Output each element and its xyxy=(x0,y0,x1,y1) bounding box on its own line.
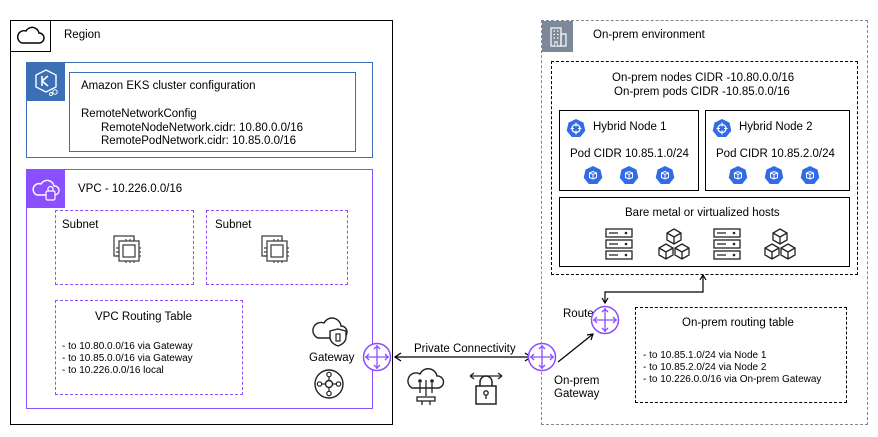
region-boundary xyxy=(10,20,393,425)
remote-network-config-title: RemoteNetworkConfig xyxy=(81,108,197,120)
subnet-2-label: Subnet xyxy=(215,219,252,231)
vpn-gateway-icon xyxy=(312,317,348,347)
onprem-routing-table xyxy=(635,307,847,403)
pod-icon xyxy=(583,166,603,184)
transit-gateway-icon xyxy=(314,369,344,399)
router-icon xyxy=(527,342,557,372)
eks-config-inner xyxy=(69,72,356,152)
hybrid-node-2 xyxy=(705,110,850,191)
onprem-route-2: - to 10.85.2.0/24 via Node 2 xyxy=(643,362,767,373)
onprem-cidr-group xyxy=(551,61,858,275)
hosts-group xyxy=(559,197,850,267)
resources-icon xyxy=(764,228,796,260)
ec2-instance-icon xyxy=(261,235,289,263)
ec2-instance-icon xyxy=(113,235,141,263)
onprem-routing-title: On-prem routing table xyxy=(682,317,794,329)
vpc-route-1: - to 10.80.0.0/16 via Gateway xyxy=(62,341,193,352)
onprem-gateway-label-2: Gateway xyxy=(554,388,600,400)
onprem-router-label: Router xyxy=(563,308,598,320)
hybrid-node-1-pod-cidr: Pod CIDR 10.85.1.0/24 xyxy=(570,148,689,160)
subnet-1 xyxy=(55,210,194,285)
vpc-icon xyxy=(32,179,60,201)
onprem-route-3: - to 10.226.0.0/16 via On-prem Gateway xyxy=(643,374,822,385)
vpc-route-3: - to 10.226.0.0/16 local xyxy=(62,365,164,376)
vpn-lock-icon xyxy=(469,372,503,405)
eks-icon xyxy=(35,69,58,96)
vpc-routing-table xyxy=(55,300,243,395)
router-icon xyxy=(590,305,620,335)
router-link xyxy=(557,333,594,363)
subnet-1-label: Subnet xyxy=(62,219,99,231)
onprem-nodes-cidr: On-prem nodes CIDR -10.80.0.0/16 xyxy=(612,72,795,84)
remote-pod-network: RemotePodNetwork.cidr: 10.85.0.0/16 xyxy=(101,135,296,147)
vpc-routing-title: VPC Routing Table xyxy=(95,311,192,323)
eks-icon-tile xyxy=(27,63,65,101)
vpc-label: VPC - 10.226.0.0/16 xyxy=(78,183,183,195)
hybrid-node-2-title: Hybrid Node 2 xyxy=(739,121,813,133)
router-icon xyxy=(362,342,392,372)
building-icon xyxy=(550,27,567,47)
eks-config-title: Amazon EKS cluster configuration xyxy=(81,80,256,92)
vpc-group xyxy=(26,169,373,409)
server-icon xyxy=(713,228,741,260)
region-header-icon-box xyxy=(10,20,51,52)
cloud-icon xyxy=(16,26,45,44)
onprem-gateway-label-1: On-prem xyxy=(554,375,600,387)
kubernetes-icon xyxy=(712,119,732,137)
onprem-icon-tile xyxy=(542,21,573,52)
pod-icon xyxy=(619,166,639,184)
private-connectivity-label: Private Connectivity xyxy=(414,343,516,355)
router-to-hosts-connector xyxy=(601,273,707,305)
onprem-boundary xyxy=(541,20,868,425)
onprem-route-1: - to 10.85.1.0/24 via Node 1 xyxy=(643,350,767,361)
vpc-route-2: - to 10.85.0.0/16 via Gateway xyxy=(62,353,193,364)
remote-node-network: RemoteNodeNetwork.cidr: 10.80.0.0/16 xyxy=(101,122,303,134)
subnet-2 xyxy=(206,210,348,285)
server-icon xyxy=(605,228,633,260)
region-label: Region xyxy=(64,29,101,41)
vpc-icon-tile xyxy=(27,170,65,208)
direct-connect-icon xyxy=(407,368,445,405)
hosts-label: Bare metal or virtualized hosts xyxy=(625,207,780,219)
eks-config-group xyxy=(26,62,373,158)
kubernetes-icon xyxy=(566,119,586,137)
pod-icon xyxy=(655,166,675,184)
hybrid-node-1-title: Hybrid Node 1 xyxy=(593,121,667,133)
pod-icon xyxy=(764,166,784,184)
resources-icon xyxy=(658,228,690,260)
onprem-pods-cidr: On-prem pods CIDR -10.85.0.0/16 xyxy=(614,86,790,98)
onprem-label: On-prem environment xyxy=(593,29,705,41)
hybrid-node-2-pod-cidr: Pod CIDR 10.85.2.0/24 xyxy=(716,148,835,160)
pod-icon xyxy=(800,166,820,184)
pod-icon xyxy=(728,166,748,184)
hybrid-node-1 xyxy=(559,110,699,191)
vpc-gateway-label: Gateway xyxy=(309,352,355,364)
